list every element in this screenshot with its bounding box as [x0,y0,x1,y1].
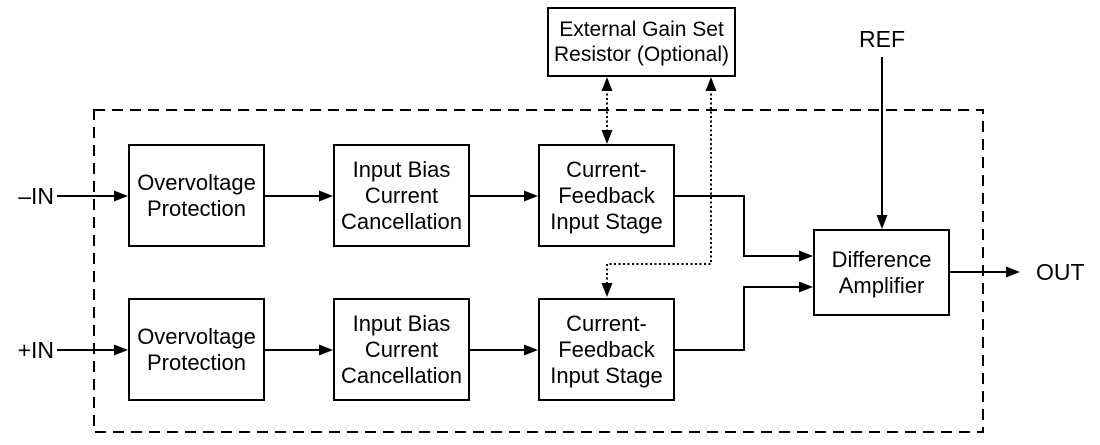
arrowhead-up-icon [705,77,717,91]
block-overvoltage-protection-top: Overvoltage Protection [128,144,265,247]
connector-cfis-bottom-to-diffamp [675,281,813,351]
block-current-feedback-stage-bottom: Current-Feedback Input Stage [538,298,675,401]
connector-bias-to-cfis-bottom [470,344,538,356]
block-input-bias-cancellation-top: Input Bias Current Cancellation [333,144,470,247]
arrowhead-down-icon [876,215,888,229]
arrowhead-right-icon [319,190,333,202]
connector-out [950,266,1020,278]
connector-ovp-to-bias-bottom [265,344,333,356]
arrowhead-right-icon [114,344,128,356]
block-label: External Gain Set Resistor (Optional) [553,18,730,66]
connector-bias-to-cfis-top [470,190,538,202]
connector-neg-in [57,190,128,202]
arrowhead-right-icon [799,281,813,293]
pin-label-neg-in: –IN [18,183,54,209]
arrowhead-down-icon [601,130,613,144]
connector-gainset-bottom-dotted [601,77,717,297]
pin-label-pos-in: +IN [17,337,54,363]
connector-gainset-top-dotted [601,77,613,144]
block-difference-amplifier: Difference Amplifier [813,229,950,316]
arrowhead-down-icon [601,283,613,297]
arrowhead-up-icon [601,77,613,91]
pin-label-out: OUT [1036,259,1085,285]
block-label: Difference Amplifier [831,246,932,298]
arrowhead-right-icon [1006,266,1020,278]
block-current-feedback-stage-top: Current-Feedback Input Stage [538,144,675,247]
connector-ref [876,57,888,229]
block-label: Input Bias Current Cancellation [340,310,463,388]
block-label: Current-Feedback Input Stage [550,156,663,234]
connector-pos-in [57,344,128,356]
block-label: Input Bias Current Cancellation [340,156,463,234]
arrowhead-right-icon [799,250,813,262]
arrowhead-right-icon [524,190,538,202]
block-label: Overvoltage Protection [137,323,256,375]
block-input-bias-cancellation-bottom: Input Bias Current Cancellation [333,298,470,401]
connector-cfis-top-to-diffamp [675,195,813,262]
block-label: Current-Feedback Input Stage [550,310,663,388]
block-label: Overvoltage Protection [137,169,256,221]
connector-ovp-to-bias-top [265,190,333,202]
block-overvoltage-protection-bottom: Overvoltage Protection [128,298,265,401]
arrowhead-right-icon [319,344,333,356]
block-external-gain-set-resistor: External Gain Set Resistor (Optional) [547,7,736,77]
arrowhead-right-icon [114,190,128,202]
arrowhead-right-icon [524,344,538,356]
pin-label-ref: REF [859,26,905,52]
